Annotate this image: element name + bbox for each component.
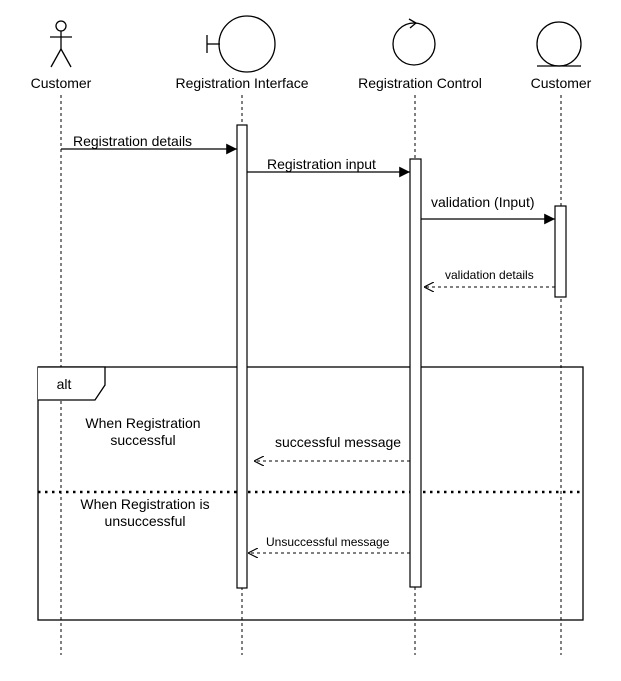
activation-registration-control (409, 158, 422, 588)
guard-unsuccessful-line1: When Registration is (80, 496, 209, 512)
activation-customer-entity (554, 205, 567, 298)
alt-fragment (37, 366, 584, 621)
message-label-registration-details: Registration details (73, 133, 192, 149)
actor-icon (50, 20, 72, 68)
message-label-unsuccessful-message: Unsuccessful message (266, 535, 390, 549)
entity-icon (536, 21, 582, 67)
control-icon (392, 18, 436, 66)
message-label-validation-input: validation (Input) (431, 194, 535, 210)
participant-label-registration-control: Registration Control (358, 75, 482, 91)
message-label-successful-message: successful message (275, 434, 401, 450)
alt-operator-tab (38, 366, 106, 401)
guard-successful-line1: When Registration (85, 415, 200, 431)
guard-unsuccessful-line2: unsuccessful (105, 513, 186, 529)
guard-successful-line2: successful (110, 432, 175, 448)
message-label-registration-input: Registration input (267, 156, 376, 172)
boundary-icon (206, 15, 276, 73)
participant-label-registration-interface: Registration Interface (175, 75, 308, 91)
message-label-validation-details: validation details (445, 268, 534, 282)
activation-registration-interface (236, 124, 248, 589)
alt-operator-label: alt (57, 376, 72, 392)
participant-label-customer-entity: Customer (531, 75, 592, 91)
participant-label-customer-actor: Customer (31, 75, 92, 91)
